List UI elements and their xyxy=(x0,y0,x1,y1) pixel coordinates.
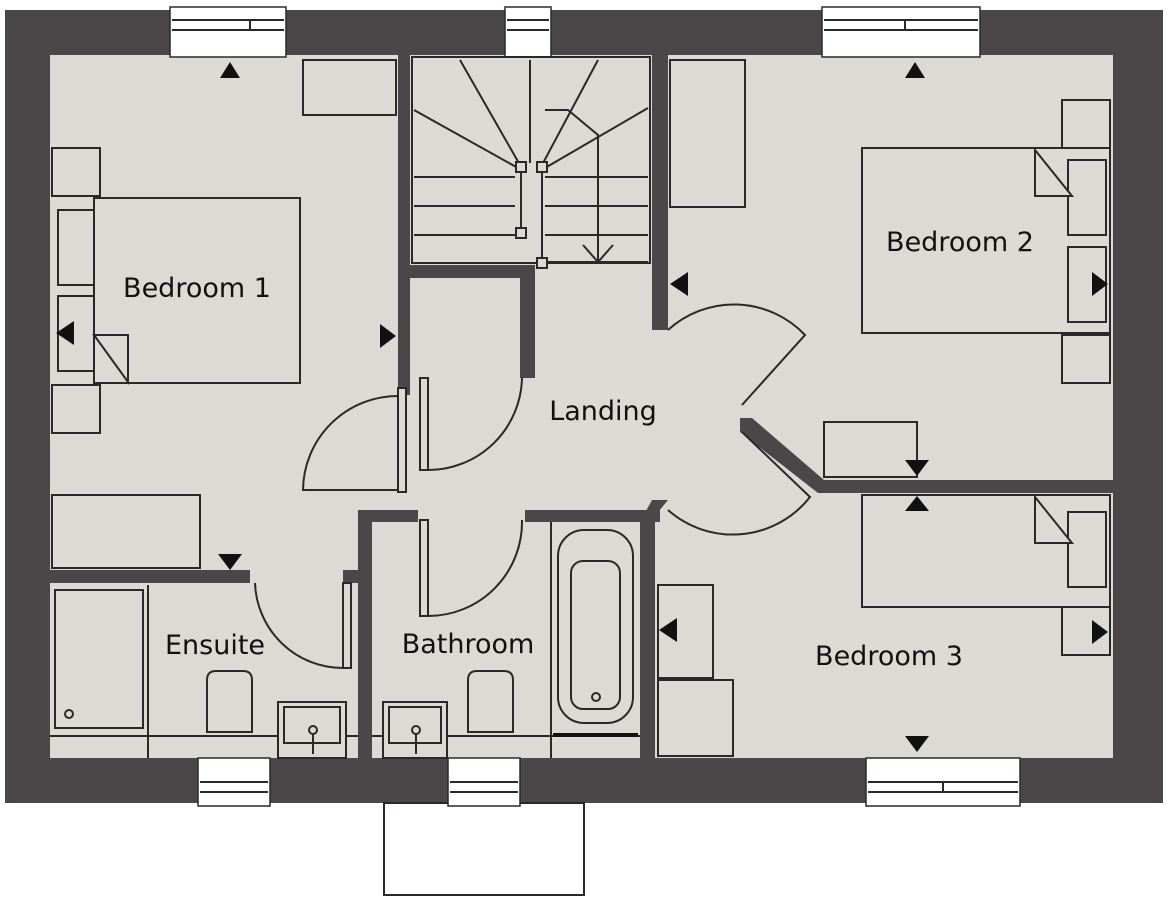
bedroom2-furniture xyxy=(669,59,1111,478)
bedroom3-furniture xyxy=(657,494,1111,757)
window-bottom-bathroom xyxy=(447,757,521,807)
toilet xyxy=(206,670,253,733)
staircase xyxy=(411,56,651,269)
window-top-bedroom2 xyxy=(821,6,981,58)
door-bedroom1[interactable] xyxy=(301,387,407,493)
bedroom1-furniture xyxy=(51,59,397,569)
door-landing-cupboard[interactable] xyxy=(419,377,523,471)
shower-tray xyxy=(54,589,144,729)
toilet xyxy=(467,670,514,733)
door-bathroom[interactable] xyxy=(419,519,524,617)
door-ensuite[interactable] xyxy=(254,582,352,669)
bathroom-fixtures xyxy=(372,522,640,759)
porch xyxy=(383,802,585,896)
label-bedroom3: Bedroom 3 xyxy=(815,641,963,672)
label-landing: Landing xyxy=(549,396,657,427)
label-bedroom1: Bedroom 1 xyxy=(123,273,271,304)
door-bedroom2[interactable] xyxy=(667,303,807,406)
label-bedroom2: Bedroom 2 xyxy=(886,227,1034,258)
window-top-stairs xyxy=(504,6,552,58)
label-bathroom: Bathroom xyxy=(402,629,535,660)
interior-walls xyxy=(50,55,1113,758)
label-ensuite: Ensuite xyxy=(165,630,265,661)
window-bottom-ensuite xyxy=(197,757,271,807)
ensuite-fixtures xyxy=(50,585,358,759)
door-bedroom3[interactable] xyxy=(667,431,812,536)
wardrobe xyxy=(51,494,201,569)
window-top-bedroom1 xyxy=(169,6,287,58)
arrow-markers xyxy=(56,62,1108,752)
window-bottom-bedroom3 xyxy=(865,757,1021,807)
